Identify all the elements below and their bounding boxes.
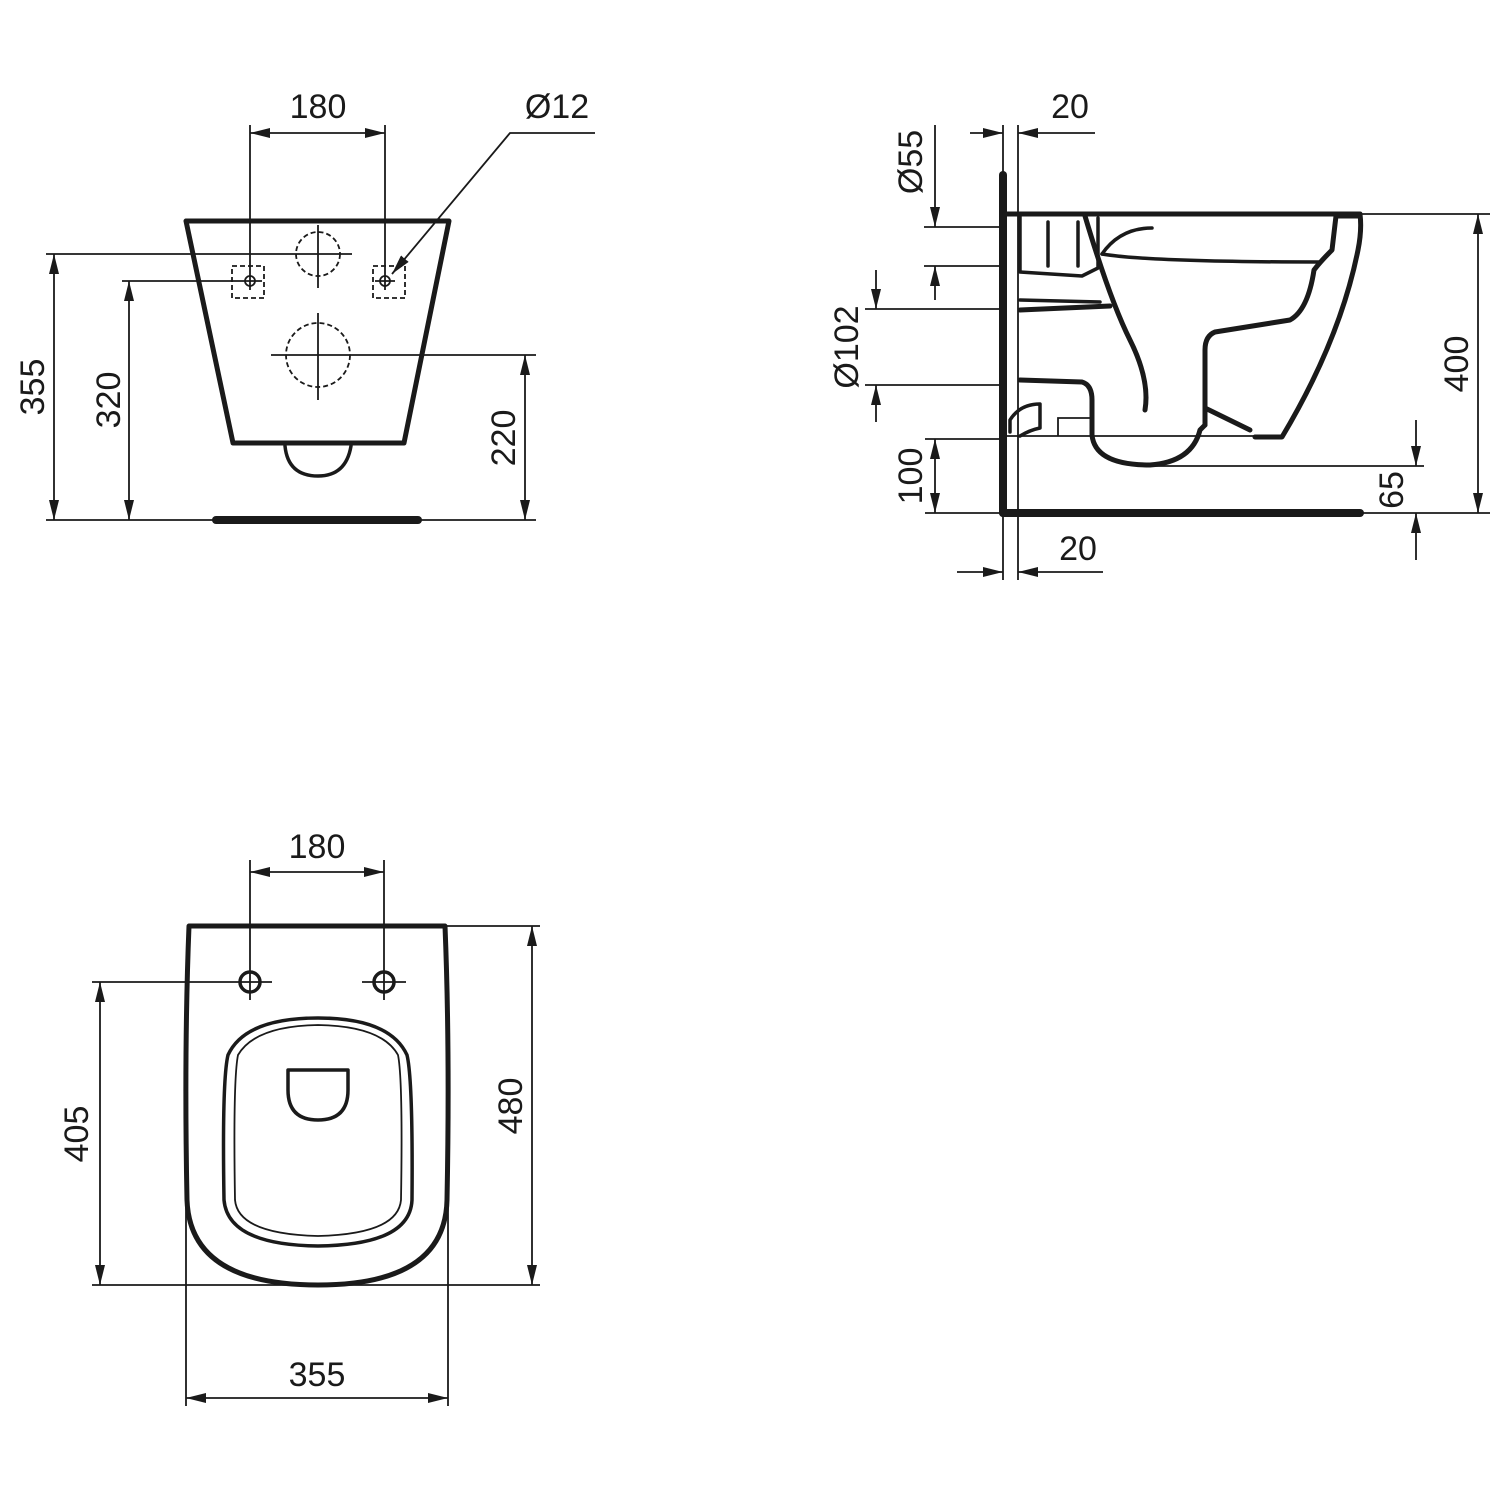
side-overall-height-label: 400 [1438,336,1476,393]
rear-body-outline [183,218,452,446]
side-view: 20 Ø55 Ø102 100 400 65 20 [828,88,1490,580]
top-overall-depth-label: 480 [492,1078,530,1135]
rear-outlet-height-label: 220 [485,410,523,467]
top-overall-width-label: 355 [289,1356,346,1394]
outlet-opening [286,1068,350,1122]
fixing-box-right [372,265,406,299]
seat-inner [233,1024,403,1237]
side-top-gap-label: 20 [1051,88,1089,126]
top-fixing-spacing-label: 180 [289,828,346,866]
rear-inlet-height-label: 355 [14,359,52,416]
side-bottom-clearance-label: 100 [892,448,930,505]
rear-view: 180 Ø12 355 320 220 [14,88,595,524]
side-inlet-diameter-label: Ø55 [892,130,930,194]
side-bottom-gap-label: 20 [1059,530,1097,568]
rear-hole-diameter-label: Ø12 [525,88,589,126]
fixing-box-left [231,265,265,299]
side-outlet-diameter-label: Ø102 [828,305,866,388]
top-view: 180 405 480 355 [58,828,540,1406]
top-fixing-to-front-label: 405 [58,1106,96,1163]
rear-trap-outline [283,444,353,478]
side-trap-clearance-label: 65 [1373,471,1411,509]
rear-fixing-spacing-label: 180 [290,88,347,126]
rear-fixing-height-label: 320 [90,372,128,429]
seat-outer [221,1016,414,1248]
